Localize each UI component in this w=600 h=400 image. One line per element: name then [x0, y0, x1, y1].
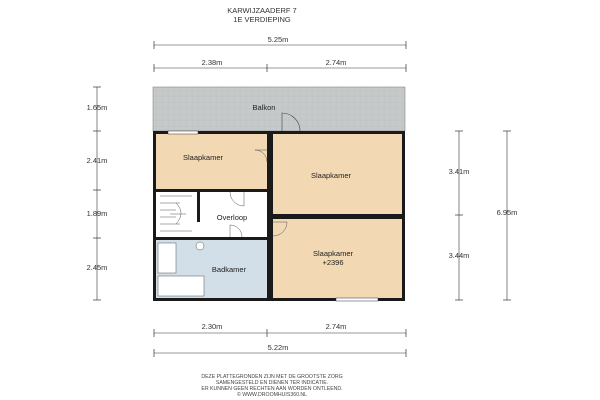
dimension-left: 1.65m 2.41m 1.89m 2.45m — [87, 86, 108, 301]
floor-title: 1E VERDIEPING — [233, 15, 291, 24]
bedroom-right-upper-label: Slaapkamer — [311, 171, 352, 180]
dimension-top-split: 2.38m 2.74m — [153, 58, 407, 72]
disclaimer-line-3: ER KUNNEN GEEN RECHTEN AAN WORDEN ONTLEE… — [201, 386, 342, 392]
dimension-top-right-label: 2.74m — [326, 58, 347, 67]
dimension-top-left-label: 2.38m — [202, 58, 223, 67]
bedroom-right-upper — [273, 134, 404, 214]
bedroom-right-lower-note: +2396 — [322, 258, 343, 267]
dimension-top-total: 5.25m — [153, 35, 407, 49]
disclaimer: DEZE PLATTEGRONDEN ZIJN MET DE GROOTSTE … — [201, 374, 342, 398]
dimension-bottom-right-label: 2.74m — [326, 322, 347, 331]
dimension-top-total-label: 5.25m — [268, 35, 289, 44]
dimension-left-landing-label: 1.89m — [87, 209, 108, 218]
disclaimer-line-4: © WWW.DROOMHUIS360.NL — [237, 391, 307, 398]
bathroom-fixtures — [157, 241, 205, 297]
dimension-left-balcony-label: 1.65m — [87, 103, 108, 112]
dimension-left-room-label: 2.41m — [87, 156, 108, 165]
doors — [229, 149, 288, 238]
balcony-label: Balkon — [253, 103, 276, 112]
dimension-bottom-total-label: 5.22m — [268, 343, 289, 352]
dimension-bottom-left-label: 2.30m — [202, 322, 223, 331]
dimension-bottom-total: 5.22m — [153, 343, 407, 357]
dimension-right: 3.41m 3.44m 6.95m — [449, 130, 518, 301]
disclaimer-line-2: SAMENGESTELD EN DIENEN TER INDICATIE. — [216, 380, 328, 386]
staircase — [156, 192, 197, 237]
windows — [167, 130, 379, 302]
bedroom-left — [156, 134, 267, 189]
dimension-bottom-split: 2.30m 2.74m — [153, 322, 407, 337]
balcony: Balkon — [152, 86, 406, 132]
dimension-right-total-label: 6.95m — [497, 208, 518, 217]
bedroom-left-label: Slaapkamer — [183, 153, 224, 162]
bedroom-right-lower — [273, 219, 404, 298]
address-title: KARWIJZAADERF 7 — [227, 6, 296, 15]
dimension-right-upper-label: 3.41m — [449, 167, 470, 176]
dimension-left-bath-label: 2.45m — [87, 263, 108, 272]
bedroom-right-lower-label: Slaapkamer — [313, 249, 354, 258]
walls — [153, 131, 405, 301]
landing-label: Overloop — [217, 213, 247, 222]
bathroom-label: Badkamer — [212, 265, 247, 274]
dimension-right-lower-label: 3.44m — [449, 251, 470, 260]
disclaimer-line-1: DEZE PLATTEGRONDEN ZIJN MET DE GROOTSTE … — [201, 374, 342, 380]
